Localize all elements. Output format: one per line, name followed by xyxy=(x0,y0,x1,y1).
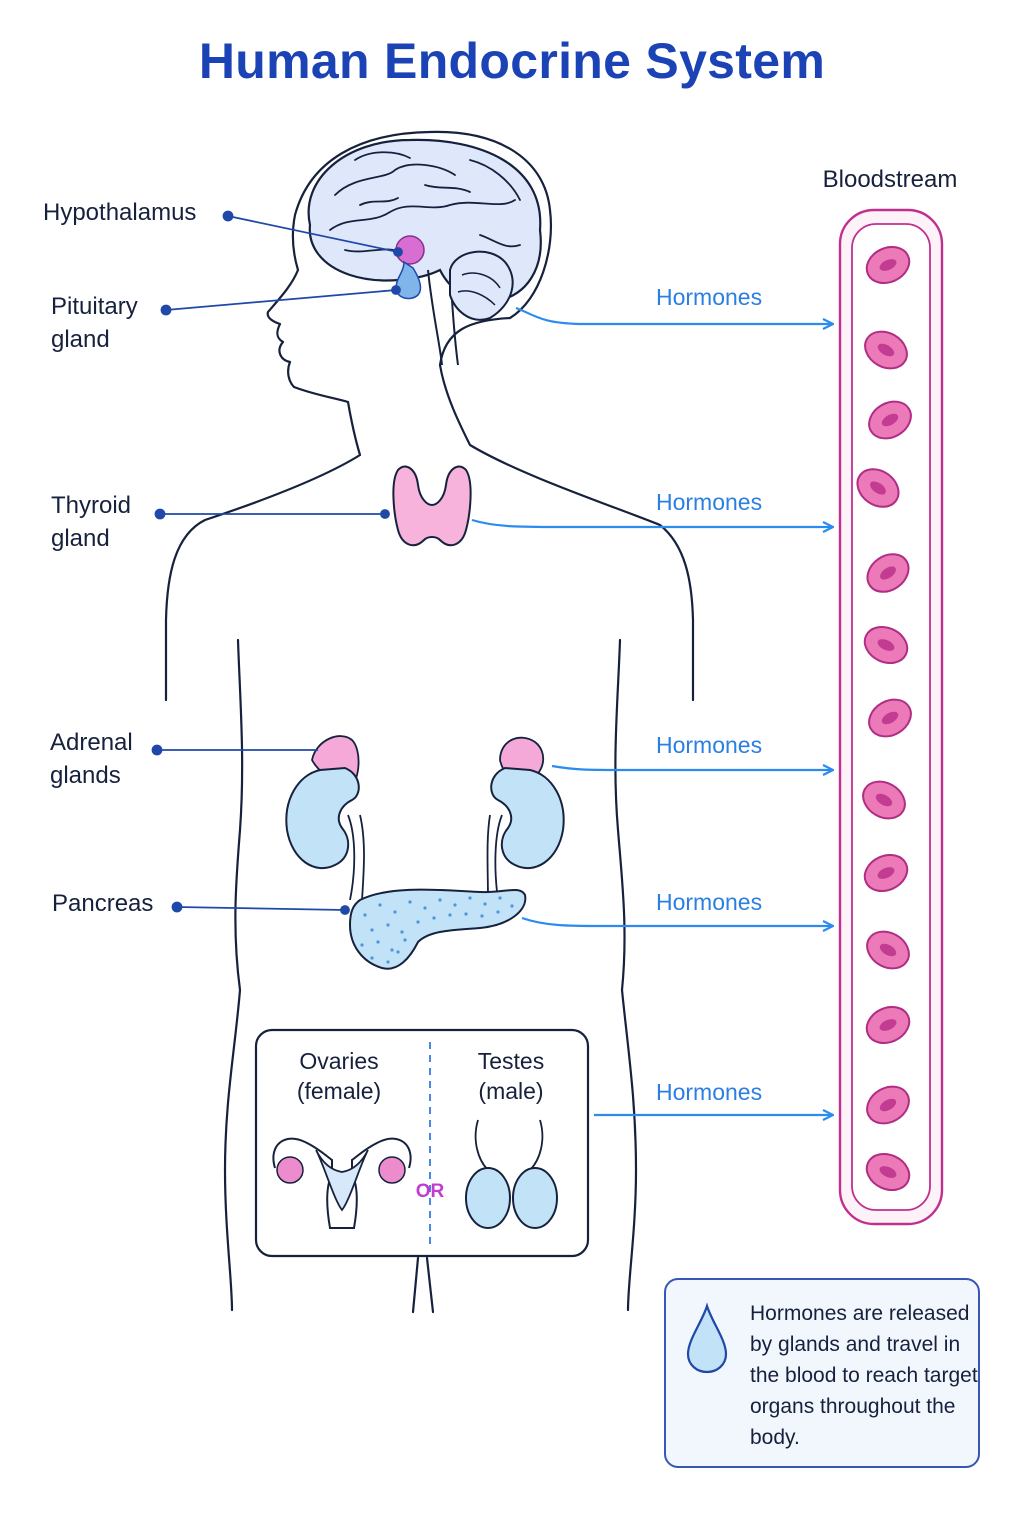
thyroid-icon xyxy=(392,465,472,547)
info-box: Hormones are released by glands and trav… xyxy=(664,1278,980,1468)
hormones-label: Hormones xyxy=(656,489,763,515)
or-label: OR xyxy=(415,1181,445,1202)
hypothalamus-label: Hypothalamus xyxy=(43,199,197,226)
uterus-icon xyxy=(272,1137,412,1229)
page-title: Human Endocrine System xyxy=(198,33,826,89)
thyroid-label: Thyroid gland xyxy=(51,492,132,552)
red-blood-cell-icon xyxy=(865,1153,911,1191)
hormone-arrow-thyroid xyxy=(471,518,832,527)
ovaries-label: Ovaries (female) xyxy=(296,1048,382,1104)
hormone-arrow-pancreas xyxy=(521,916,832,926)
bloodstream-label: Bloodstream xyxy=(822,166,958,193)
red-blood-cell-icon xyxy=(868,698,912,738)
red-blood-cell-icon xyxy=(862,780,906,820)
red-blood-cell-icon xyxy=(868,400,912,440)
red-blood-cell-icon xyxy=(864,330,908,370)
kidney-icon xyxy=(285,766,360,870)
adrenal-label: Adrenal glands xyxy=(50,729,133,789)
red-blood-cell-icon xyxy=(863,854,909,892)
red-blood-cell-icon xyxy=(865,1006,911,1044)
brain-icon xyxy=(307,138,542,366)
leader-lines xyxy=(151,210,403,915)
hormone-arrow-adrenal xyxy=(551,766,832,770)
red-blood-cell-icon xyxy=(866,553,910,593)
hormones-label: Hormones xyxy=(656,889,763,915)
hormones-label: Hormones xyxy=(656,1079,763,1105)
testes-icon xyxy=(465,1119,558,1229)
ovary-icon xyxy=(378,1156,406,1184)
pancreas-icon xyxy=(348,888,527,970)
pancreas-label: Pancreas xyxy=(52,890,154,917)
pituitary-icon xyxy=(395,260,422,300)
red-blood-cell-icon xyxy=(866,1085,910,1125)
hormones-label: Hormones xyxy=(656,732,763,758)
red-blood-cell-icon xyxy=(863,626,909,664)
pituitary-label: Pituitary gland xyxy=(51,293,138,353)
red-blood-cell-icon xyxy=(865,246,911,284)
drop-icon xyxy=(686,1302,728,1374)
body-outline xyxy=(164,130,695,1314)
red-blood-cell-icon xyxy=(866,930,910,970)
hormones-label: Hormones xyxy=(656,284,763,310)
kidney-icon xyxy=(490,766,565,870)
hormone-arrows xyxy=(471,306,832,1115)
ovary-icon xyxy=(276,1156,304,1184)
testes-label: Testes (male) xyxy=(477,1048,545,1104)
info-text: Hormones are released by glands and trav… xyxy=(750,1302,978,1449)
red-blood-cell-icon xyxy=(856,468,900,508)
hormone-arrow-pituitary xyxy=(515,306,832,324)
